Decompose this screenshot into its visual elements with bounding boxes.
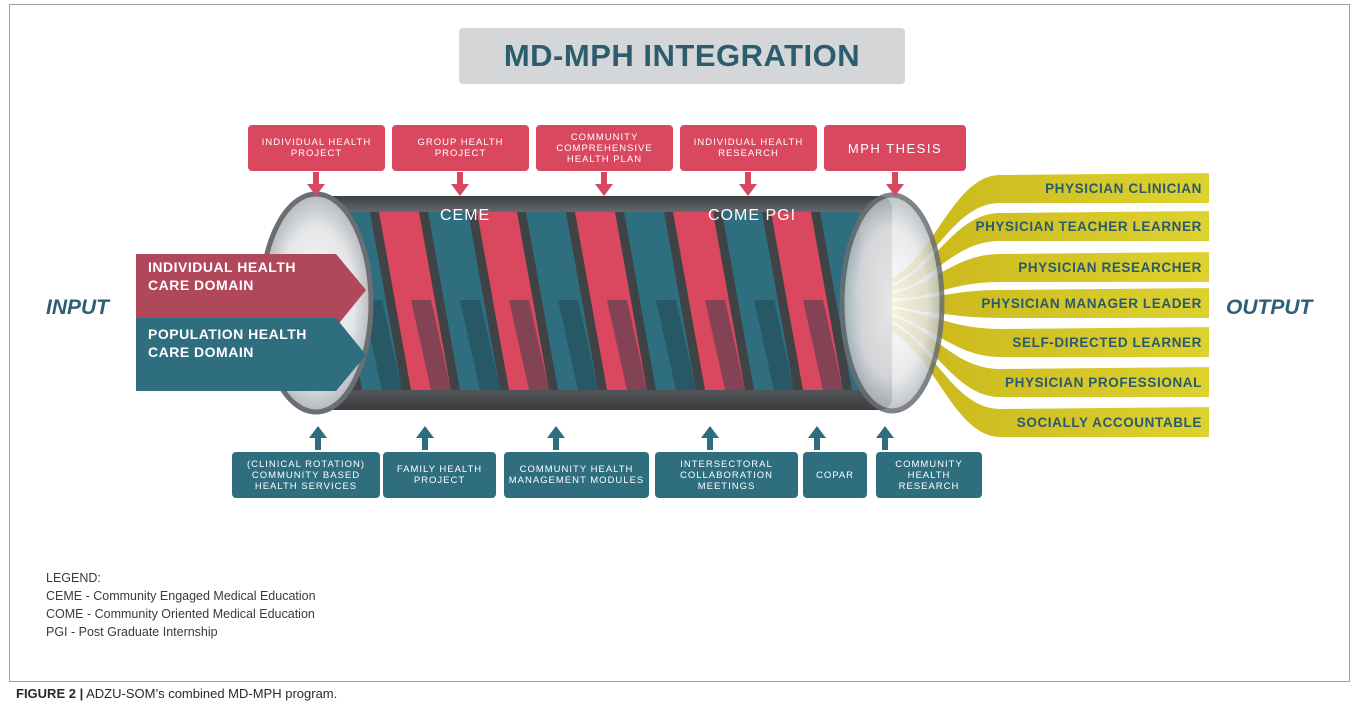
helix-strand-shadow: [558, 300, 598, 390]
helix-strand: [575, 212, 647, 390]
helix-strand-shadow: [411, 300, 451, 390]
output-physician-professional: PHYSICIAN PROFESSIONAL: [1005, 374, 1202, 390]
top-box-individual-health-research: INDIVIDUAL HEALTH RESEARCH: [680, 125, 817, 171]
top-box-group-health-project: GROUP HEALTH PROJECT: [392, 125, 529, 171]
top-box-mph-thesis: MPH THESIS: [824, 125, 966, 171]
caption-text: ADZU-SOM’s combined MD-MPH program.: [83, 686, 338, 701]
output-label: OUTPUT: [1226, 296, 1313, 319]
up-arrow: [876, 426, 894, 450]
figure-frame: [9, 4, 1350, 682]
title-box: MD-MPH INTEGRATION: [459, 28, 905, 84]
tube-label-ceme: CEME: [440, 207, 491, 224]
top-box-community-health-plan: COMMUNITY COMPREHENSIVE HEALTH PLAN: [536, 125, 673, 171]
helix-strand: [624, 212, 696, 390]
helix-strand-shadow: [607, 300, 647, 390]
up-arrow: [547, 426, 565, 450]
output-physician-researcher: PHYSICIAN RESEARCHER: [1018, 259, 1202, 275]
diagram-title: MD-MPH INTEGRATION: [503, 38, 861, 73]
up-arrow: [701, 426, 719, 450]
up-arrow: [416, 426, 434, 450]
helix-strand: [722, 212, 794, 390]
helix-strand: [428, 212, 500, 390]
tube-right-end: [839, 192, 945, 414]
connector-arrows: [307, 172, 904, 450]
helix-strand: [477, 212, 549, 390]
down-arrow: [739, 172, 757, 196]
down-arrow: [451, 172, 469, 196]
legend-item-ceme: CEME - Community Engaged Medical Educati…: [46, 589, 316, 603]
helix-strand-shadow: [509, 300, 549, 390]
input-arrow-population: [136, 318, 366, 391]
bottom-box-community-health-management-modules: COMMUNITY HEALTH MANAGEMENT MODULES: [504, 452, 649, 498]
input-domain-population: POPULATION HEALTH CARE DOMAIN: [148, 326, 307, 360]
output-self-directed-learner: SELF-DIRECTED LEARNER: [1012, 334, 1202, 350]
bottom-box-community-health-research: COMMUNITY HEALTH RESEARCH: [876, 452, 982, 498]
helix-strand-shadow: [460, 300, 500, 390]
output-physician-manager-leader: PHYSICIAN MANAGER LEADER: [981, 295, 1202, 311]
bottom-box-family-health-project: FAMILY HEALTH PROJECT: [383, 452, 496, 498]
up-arrow: [808, 426, 826, 450]
bottom-box-copar: COPAR: [803, 452, 867, 498]
legend-item-pgi: PGI - Post Graduate Internship: [46, 625, 218, 639]
figure-caption: FIGURE 2 | ADZU-SOM’s combined MD-MPH pr…: [16, 686, 337, 701]
input-label: INPUT: [46, 296, 109, 319]
output-physician-clinician: PHYSICIAN CLINICIAN: [1045, 180, 1202, 196]
input-domain-individual: INDIVIDUAL HEALTH CARE DOMAIN: [148, 259, 296, 293]
down-arrow: [307, 172, 325, 196]
down-arrow: [886, 172, 904, 196]
helix-strand-shadow: [656, 300, 696, 390]
helix-strand-shadow: [803, 300, 843, 390]
helix-strand: [526, 212, 598, 390]
helix-strand: [771, 212, 843, 390]
helix-strand: [673, 212, 745, 390]
bottom-box-community-based-health-services: (CLINICAL ROTATION) COMMUNITY BASED HEAL…: [232, 452, 380, 498]
helix-ribbons: [330, 212, 860, 390]
up-arrow: [309, 426, 327, 450]
helix-strand-shadow: [754, 300, 794, 390]
top-box-individual-health-project: INDIVIDUAL HEALTH PROJECT: [248, 125, 385, 171]
tube-label-come-pgi: COME PGI: [708, 207, 797, 224]
legend-item-come: COME - Community Oriented Medical Educat…: [46, 607, 315, 621]
output-physician-teacher-learner: PHYSICIAN TEACHER LEARNER: [975, 218, 1202, 234]
caption-label: FIGURE 2 |: [16, 686, 84, 701]
helix-strand-shadow: [705, 300, 745, 390]
bottom-box-intersectoral-collaboration-meetings: INTERSECTORAL COLLABORATION MEETINGS: [655, 452, 798, 498]
input-arrow-individual: [136, 254, 366, 327]
helix-strand: [379, 212, 451, 390]
legend-heading: LEGEND:: [46, 571, 101, 585]
down-arrow: [595, 172, 613, 196]
output-socially-accountable: SOCIALLY ACCOUNTABLE: [1016, 414, 1202, 430]
